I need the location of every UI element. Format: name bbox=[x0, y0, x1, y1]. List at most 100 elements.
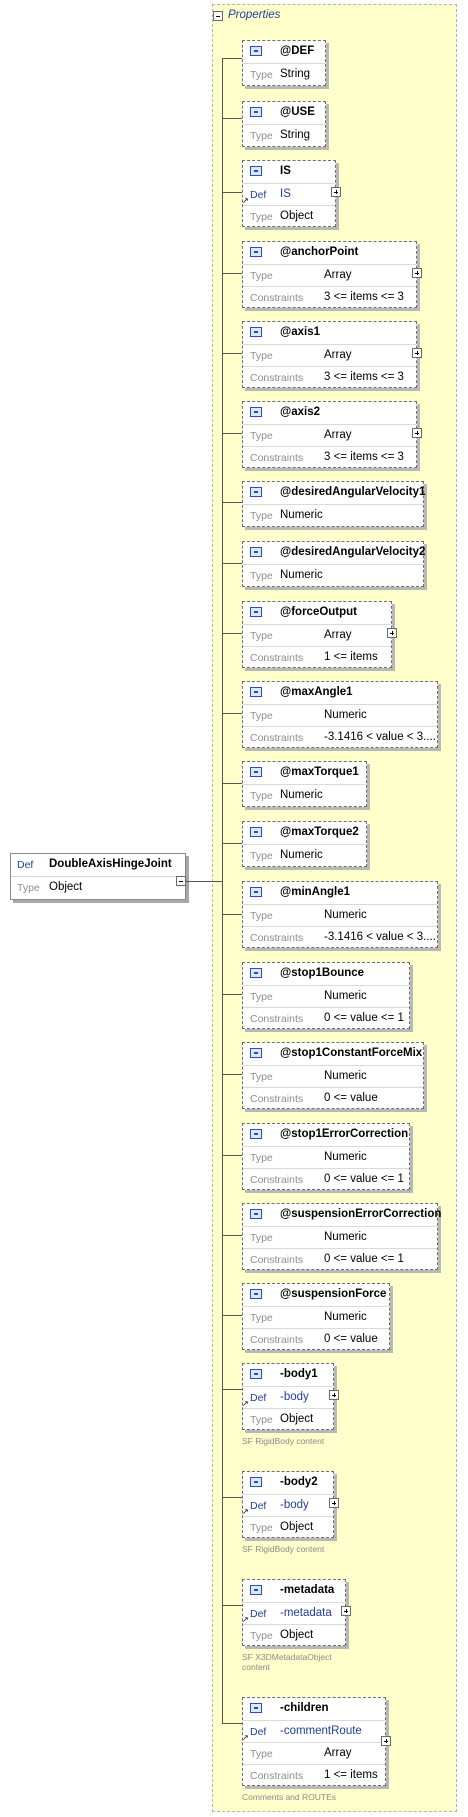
attribute-icon bbox=[250, 1289, 262, 1299]
attribute-icon bbox=[250, 607, 262, 617]
node-name: @maxAngle1 bbox=[280, 686, 353, 698]
expand-icon[interactable] bbox=[412, 268, 422, 278]
constraints-label: Constraints bbox=[250, 1334, 304, 1346]
type-label: Type bbox=[250, 1522, 273, 1534]
collapse-icon[interactable] bbox=[176, 876, 186, 886]
attribute-icon bbox=[250, 166, 262, 176]
node-name: @suspensionForce bbox=[280, 1288, 387, 1300]
attribute-node-stop1errorcorrection[interactable]: @stop1ErrorCorrection Type Numeric Const… bbox=[242, 1123, 410, 1190]
attribute-node-maxtorque2[interactable]: @maxTorque2 Type Numeric bbox=[242, 821, 367, 867]
type-value: Array bbox=[324, 269, 352, 281]
type-row: Type Array bbox=[243, 264, 416, 287]
expand-icon[interactable] bbox=[387, 628, 397, 638]
attribute-icon bbox=[250, 247, 262, 257]
type-row: Type Numeric bbox=[243, 784, 366, 807]
attribute-node-stop1bounce[interactable]: @stop1Bounce Type Numeric Constraints 0 … bbox=[242, 962, 410, 1029]
node-name: @USE bbox=[280, 106, 315, 118]
node-header: @forceOutput bbox=[243, 602, 391, 624]
attribute-node-anchorpoint[interactable]: @anchorPoint Type Array Constraints 3 <=… bbox=[242, 241, 417, 308]
attribute-node-forceoutput[interactable]: @forceOutput Type Array Constraints 1 <=… bbox=[242, 601, 392, 668]
type-label: Type bbox=[250, 1232, 273, 1244]
element-node-body2[interactable]: -body2 ↗ Def -body Type Object bbox=[242, 1471, 334, 1538]
attribute-node-stop1constantforcemix[interactable]: @stop1ConstantForceMix Type Numeric Cons… bbox=[242, 1042, 424, 1109]
node-header: -body1 bbox=[243, 1364, 333, 1386]
element-node-body1[interactable]: -body1 ↗ Def -body Type Object bbox=[242, 1363, 334, 1430]
def-row: ↗ Def IS bbox=[242, 183, 335, 206]
attribute-node-axis1[interactable]: @axis1 Type Array Constraints 3 <= items… bbox=[242, 321, 417, 388]
node-name: @suspensionErrorCorrection bbox=[280, 1208, 442, 1220]
type-row: Type Numeric bbox=[243, 564, 423, 587]
attribute-node-maxtorque1[interactable]: @maxTorque1 Type Numeric bbox=[242, 761, 367, 807]
root-element-box[interactable]: Def DoubleAxisHingeJoint Type Object bbox=[10, 853, 186, 900]
reference-arrow-icon: ↗ bbox=[242, 196, 249, 205]
type-label: Type bbox=[250, 710, 273, 722]
attribute-icon bbox=[250, 1129, 262, 1139]
attribute-icon bbox=[250, 1585, 262, 1595]
node-name: -children bbox=[280, 1702, 329, 1714]
root-def-row: Def DoubleAxisHingeJoint bbox=[11, 854, 185, 877]
constraints-value: 0 <= value <= 1 bbox=[324, 1253, 404, 1265]
attribute-node-use[interactable]: @USE Type String bbox=[242, 101, 326, 147]
attribute-node-desiredangularvelocity2[interactable]: @desiredAngularVelocity2 Type Numeric bbox=[242, 541, 425, 587]
element-node-children[interactable]: -children ↗ Def -commentRoute Type Array… bbox=[242, 1697, 386, 1786]
type-value: Numeric bbox=[280, 569, 323, 581]
root-element-name: DoubleAxisHingeJoint bbox=[49, 858, 172, 870]
tree-branch bbox=[222, 433, 242, 434]
expand-icon[interactable] bbox=[381, 1736, 391, 1746]
attribute-node-suspensionforce[interactable]: @suspensionForce Type Numeric Constraint… bbox=[242, 1283, 390, 1350]
def-row: ↗ Def -commentRoute bbox=[242, 1720, 385, 1743]
attribute-node-desiredangularvelocity1[interactable]: @desiredAngularVelocity1 Type Numeric bbox=[242, 481, 426, 527]
attribute-node-def[interactable]: @DEF Type String bbox=[242, 40, 326, 86]
attribute-node-minangle1[interactable]: @minAngle1 Type Numeric Constraints -3.1… bbox=[242, 881, 438, 948]
constraints-value: 0 <= value <= 1 bbox=[324, 1012, 404, 1024]
node-header: @minAngle1 bbox=[243, 882, 437, 904]
collapse-icon[interactable] bbox=[213, 11, 223, 21]
attribute-icon bbox=[250, 968, 262, 978]
type-row: Type Numeric bbox=[243, 1226, 437, 1249]
def-label: Def bbox=[250, 1608, 267, 1620]
node-header: @stop1ErrorCorrection bbox=[243, 1124, 409, 1146]
constraints-label: Constraints bbox=[250, 292, 304, 304]
tree-branch bbox=[222, 192, 242, 193]
tree-branch bbox=[222, 1605, 242, 1606]
expand-icon[interactable] bbox=[331, 187, 341, 197]
tree-branch bbox=[222, 58, 242, 59]
type-row: Type Array bbox=[243, 1742, 385, 1765]
tree-branch bbox=[222, 502, 242, 503]
type-value: Numeric bbox=[280, 509, 323, 521]
node-name: @maxTorque1 bbox=[280, 766, 359, 778]
expand-icon[interactable] bbox=[412, 348, 422, 358]
attribute-node-suspensionerrorcorrection[interactable]: @suspensionErrorCorrection Type Numeric … bbox=[242, 1203, 441, 1270]
def-label: Def bbox=[250, 189, 267, 201]
element-node-metadata[interactable]: -metadata ↗ Def -metadata Type Object bbox=[242, 1579, 346, 1646]
attribute-node-axis2[interactable]: @axis2 Type Array Constraints 3 <= items… bbox=[242, 401, 417, 468]
attribute-icon bbox=[250, 407, 262, 417]
constraints-label: Constraints bbox=[250, 1013, 304, 1025]
type-value: String bbox=[280, 68, 311, 80]
element-node-is[interactable]: IS ↗ Def IS Type Object bbox=[242, 160, 336, 227]
constraints-label: Constraints bbox=[250, 652, 304, 664]
constraints-row: Constraints 3 <= items <= 3 bbox=[243, 446, 416, 469]
node-header: @suspensionErrorCorrection bbox=[243, 1204, 441, 1226]
type-label: Type bbox=[17, 882, 40, 894]
def-label: Def bbox=[250, 1392, 267, 1404]
type-row: Type Object bbox=[243, 205, 335, 228]
constraints-value: 0 <= value <= 1 bbox=[324, 1173, 404, 1185]
node-header: @axis1 bbox=[243, 322, 416, 344]
expand-icon[interactable] bbox=[329, 1390, 339, 1400]
node-name: @desiredAngularVelocity1 bbox=[280, 486, 426, 498]
expand-icon[interactable] bbox=[412, 428, 422, 438]
expand-icon[interactable] bbox=[329, 1498, 339, 1508]
node-name: @maxTorque2 bbox=[280, 826, 359, 838]
constraints-value: -3.1416 < value < 3.... bbox=[324, 731, 436, 743]
attribute-node-maxangle1[interactable]: @maxAngle1 Type Numeric Constraints -3.1… bbox=[242, 681, 438, 748]
type-value: Array bbox=[324, 429, 352, 441]
node-name: @forceOutput bbox=[280, 606, 358, 618]
constraints-label: Constraints bbox=[250, 732, 304, 744]
constraints-value: 0 <= value bbox=[324, 1333, 378, 1345]
type-value: Object bbox=[280, 1413, 314, 1425]
type-value: Numeric bbox=[280, 849, 323, 861]
attribute-icon bbox=[250, 887, 262, 897]
type-label: Type bbox=[250, 1152, 273, 1164]
expand-icon[interactable] bbox=[341, 1606, 351, 1616]
